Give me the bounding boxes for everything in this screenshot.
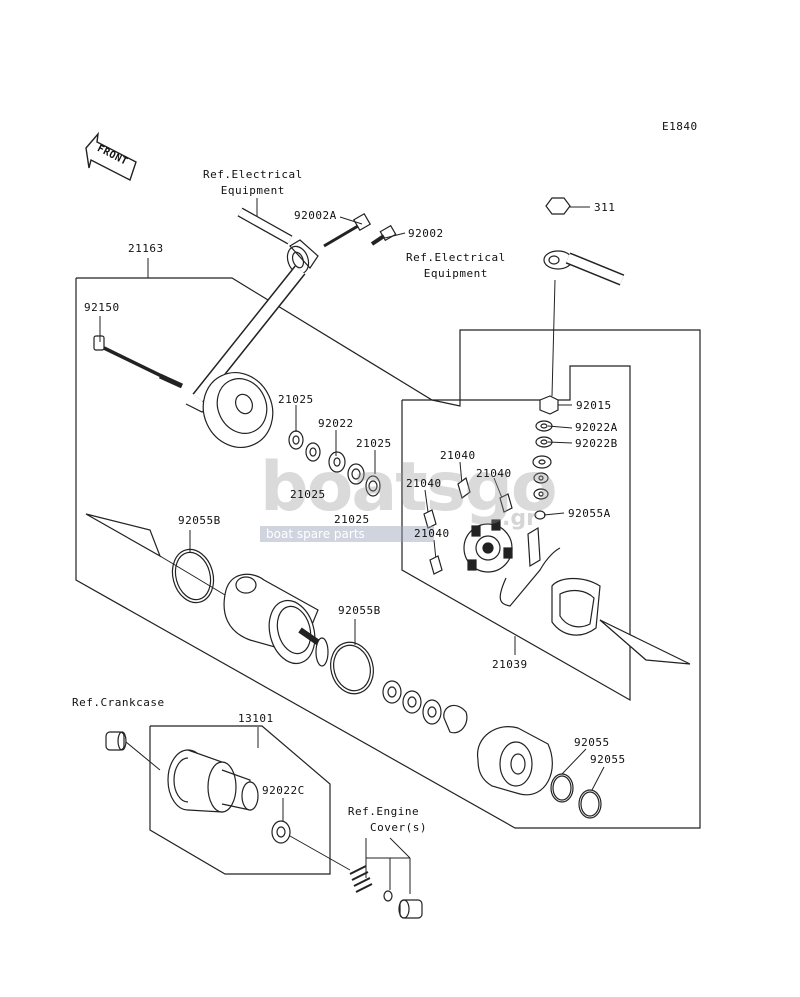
part-label-21039: 21039	[492, 658, 528, 671]
watermark-tld: .gr	[502, 506, 537, 531]
through-bolt-92150	[93, 335, 184, 389]
part-label-21025-a: 21025	[278, 393, 314, 406]
part-label-92055b-front: 92055B	[338, 604, 381, 617]
watermark-tagline: boat spare parts	[260, 526, 434, 542]
part-label-92015: 92015	[576, 399, 612, 412]
part-label-21040-a: 21040	[440, 449, 476, 462]
front-arrow-icon	[85, 131, 137, 181]
part-label-92002a: 92002A	[294, 209, 337, 222]
starter-lead-wire	[192, 265, 306, 403]
nut-washer-stack	[532, 395, 559, 520]
brush-holder-assembly	[463, 519, 601, 636]
part-label-21025-d: 21025	[334, 513, 370, 526]
o-ring-92055-a	[550, 773, 574, 803]
starter-motor-yoke	[223, 573, 329, 667]
front-washer-set	[382, 680, 468, 734]
part-label-21040-c: 21040	[406, 477, 442, 490]
ref-electrical-equipment-2: Ref.Electrical Equipment	[406, 251, 506, 280]
o-ring-92055b-front	[330, 641, 374, 695]
part-label-21025-b: 21025	[356, 437, 392, 450]
sub-assembly-outline-13101	[149, 725, 331, 875]
part-label-92055-a: 92055	[574, 736, 610, 749]
battery-cable-terminal	[237, 207, 319, 275]
starter-front-cover	[477, 726, 553, 796]
part-label-92055b-rear: 92055B	[178, 514, 221, 527]
part-label-92022b: 92022B	[575, 437, 618, 450]
ref-crankcase: Ref.Crankcase	[72, 696, 165, 709]
crankcase-sleeve	[105, 731, 127, 751]
diagram-code: E1840	[662, 120, 698, 133]
main-outline	[75, 277, 701, 829]
o-ring-92055b-rear	[171, 548, 215, 604]
part-label-21025-c: 21025	[290, 488, 326, 501]
part-label-92022c: 92022C	[262, 784, 305, 797]
ref-electrical-equipment-1: Ref.Electrical Equipment	[203, 168, 303, 197]
part-label-21163: 21163	[128, 242, 164, 255]
part-label-92022: 92022	[318, 417, 354, 430]
bolt-92002a	[323, 212, 372, 248]
sub-assembly-outline-21039	[401, 365, 631, 702]
part-label-92150: 92150	[84, 301, 120, 314]
washer-92022c	[271, 820, 291, 844]
spring-and-cap	[349, 865, 423, 919]
ref-engine-cover: Ref.Engine Cover(s)	[347, 805, 427, 834]
starter-clutch-gear-13101	[167, 749, 259, 813]
part-label-92022a: 92022A	[575, 421, 618, 434]
part-label-92002: 92002	[408, 227, 444, 240]
watermark-logo: boatsgo	[260, 448, 558, 527]
part-label-92055-b: 92055	[590, 753, 626, 766]
watermark: boatsgo .gr boat spare parts	[260, 448, 560, 548]
electrical-terminal-311	[543, 197, 625, 286]
axis-marker-right	[599, 619, 691, 665]
part-label-21040-d: 21040	[414, 527, 450, 540]
part-label-21040-b: 21040	[476, 467, 512, 480]
washer-set-21025	[288, 430, 381, 497]
o-ring-92055-b	[578, 789, 602, 819]
brush-set-21040	[423, 476, 513, 575]
starter-rear-cover	[185, 372, 274, 448]
part-label-92055a: 92055A	[568, 507, 611, 520]
part-label-13101: 13101	[238, 712, 274, 725]
bolt-92002	[370, 224, 397, 246]
axis-marker-left	[85, 513, 162, 558]
part-label-311: 311	[594, 201, 616, 214]
